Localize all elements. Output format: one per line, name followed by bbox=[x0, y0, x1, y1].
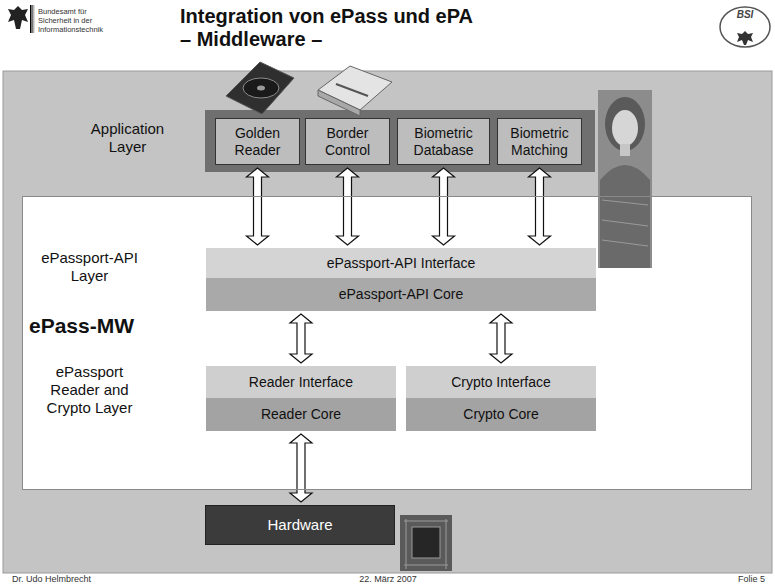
double-arrow-connector bbox=[490, 314, 512, 363]
chip-picture bbox=[400, 515, 452, 571]
layer-label: ePassport-API Layer bbox=[37, 249, 142, 285]
box-label: Hardware bbox=[267, 516, 332, 534]
component-box: ePassport-API Interface bbox=[206, 248, 596, 278]
double-arrow-connector bbox=[290, 434, 312, 502]
component-box: ePassport-API Core bbox=[206, 278, 596, 311]
layer-label-slot: ePassport Reader and Crypto Layer bbox=[37, 363, 142, 417]
hardware-box: Hardware bbox=[205, 505, 395, 545]
label-holder: 22. März 2007 bbox=[328, 574, 448, 585]
footer-date: 22. März 2007 bbox=[328, 574, 448, 585]
layer-label: ePassport Reader and Crypto Layer bbox=[37, 363, 142, 417]
content-ground bbox=[3, 71, 772, 573]
box-label: ePassport-API Interface bbox=[327, 255, 476, 272]
double-arrow-connector bbox=[247, 168, 269, 245]
disc-reader-picture bbox=[226, 62, 294, 114]
title-holder: Integration von ePass und ePA – Middlewa… bbox=[180, 5, 484, 51]
double-arrow-connector bbox=[529, 168, 551, 245]
component-box: Reader Core bbox=[206, 398, 396, 431]
box-label: Biometric Matching bbox=[503, 125, 576, 159]
label-holder: Dr. Udo Helmbrecht bbox=[12, 574, 152, 585]
logo-lettering: BSI bbox=[730, 9, 760, 21]
component-box: Crypto Core bbox=[406, 398, 596, 431]
layer-label-slot: ePass-MW bbox=[29, 313, 159, 338]
box-label: Biometric Database bbox=[403, 125, 484, 159]
federal-eagle-logo bbox=[8, 5, 35, 33]
box-label: Reader Core bbox=[261, 406, 341, 423]
box-label: ePassport-API Core bbox=[339, 286, 464, 303]
middleware-name: ePass-MW bbox=[29, 313, 159, 338]
double-arrow-connector bbox=[337, 168, 359, 245]
box-label: Crypto Interface bbox=[451, 374, 551, 391]
footer-page: Folie 5 bbox=[690, 574, 765, 585]
component-box: Biometric Matching bbox=[497, 118, 582, 165]
label-holder: Application Layer bbox=[75, 120, 180, 156]
component-box: Crypto Interface bbox=[406, 366, 596, 398]
component-box: Reader Interface bbox=[206, 366, 396, 398]
application-band bbox=[205, 110, 595, 172]
middleware-panel: ePassport-API Layer ePass-MW ePassport Rea… bbox=[22, 196, 752, 490]
double-arrow-connector bbox=[433, 168, 455, 245]
double-arrow-connector bbox=[290, 314, 312, 363]
footer-author: Dr. Udo Helmbrecht bbox=[12, 574, 152, 585]
layer-label: Application Layer bbox=[75, 120, 180, 156]
box-label: Golden Reader bbox=[221, 125, 294, 159]
component-box: Biometric Database bbox=[397, 118, 490, 165]
label-holder: Bundesamt für Sicherheit in der Informat… bbox=[38, 7, 116, 34]
slide-title: Integration von ePass und ePA – Middlewa… bbox=[180, 5, 484, 51]
bsi-logo bbox=[720, 7, 770, 47]
box-label: Crypto Core bbox=[463, 406, 538, 423]
layer-label-slot: ePassport-API Layer bbox=[37, 249, 142, 285]
component-box: Border Control bbox=[305, 118, 390, 165]
agency-name: Bundesamt für Sicherheit in der Informat… bbox=[38, 7, 116, 34]
label-holder: Folie 5 bbox=[690, 574, 765, 585]
label-holder: BSI bbox=[730, 9, 760, 21]
component-box: Golden Reader bbox=[215, 118, 300, 165]
box-label: Border Control bbox=[311, 125, 384, 159]
face-photo bbox=[598, 90, 652, 268]
box-label: Reader Interface bbox=[249, 374, 353, 391]
card-reader-picture bbox=[318, 66, 392, 116]
